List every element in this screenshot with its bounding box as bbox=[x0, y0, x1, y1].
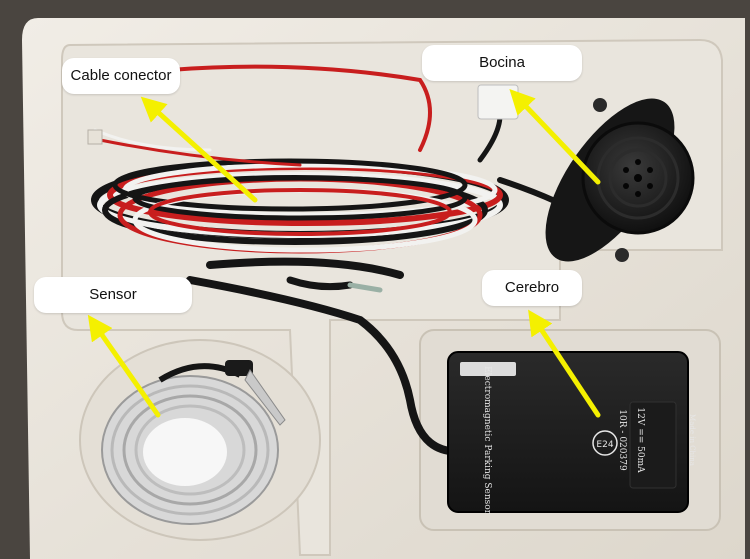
label-bocina: Bocina bbox=[422, 45, 582, 81]
arrow-cable bbox=[140, 96, 258, 203]
device-label-line4: Made in China bbox=[688, 414, 696, 466]
annotation-arrows bbox=[87, 88, 601, 418]
label-sensor: Sensor bbox=[34, 277, 192, 313]
connector-tip bbox=[87, 129, 103, 145]
label-cable-conector: Cable conector bbox=[62, 58, 180, 94]
e24-mark bbox=[592, 430, 618, 456]
control-box: Electromagnetic Parking Sensor 10R - 020… bbox=[447, 351, 696, 515]
e24-mark-text: E24 bbox=[596, 440, 613, 450]
wire-bundle bbox=[91, 64, 593, 456]
arrow-cerebro bbox=[528, 309, 601, 418]
speaker-plug bbox=[477, 84, 519, 120]
label-cerebro: Cerebro bbox=[482, 270, 582, 306]
arrow-bocina bbox=[509, 88, 601, 185]
device-label-line3: 12V == 50mA bbox=[635, 407, 645, 473]
sensor-tape-roll bbox=[101, 360, 286, 525]
device-label-line1: Electromagnetic Parking Sensor bbox=[482, 366, 492, 515]
arrow-sensor bbox=[87, 314, 161, 418]
device-label-line2: 10R - 020379 bbox=[617, 409, 627, 471]
buzzer-speaker bbox=[545, 98, 695, 262]
